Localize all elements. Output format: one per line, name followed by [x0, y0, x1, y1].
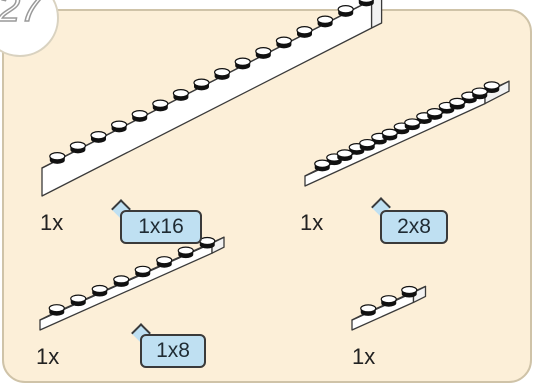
brick-1x16-icon	[41, 0, 383, 197]
part-quantity: 1x	[300, 210, 324, 235]
step-number: 27	[0, 0, 43, 30]
part-size-label: 1x16	[120, 210, 202, 244]
plate-1x3-icon	[351, 285, 427, 331]
part-size-label: 2x8	[380, 210, 448, 244]
plate-1x8-icon	[39, 236, 225, 331]
part-size-label: 1x8	[140, 334, 206, 368]
part-quantity: 1x	[352, 344, 376, 369]
plate-2x8-icon	[304, 80, 510, 187]
part-quantity: 1x	[40, 210, 64, 235]
part-quantity: 1x	[36, 344, 60, 369]
